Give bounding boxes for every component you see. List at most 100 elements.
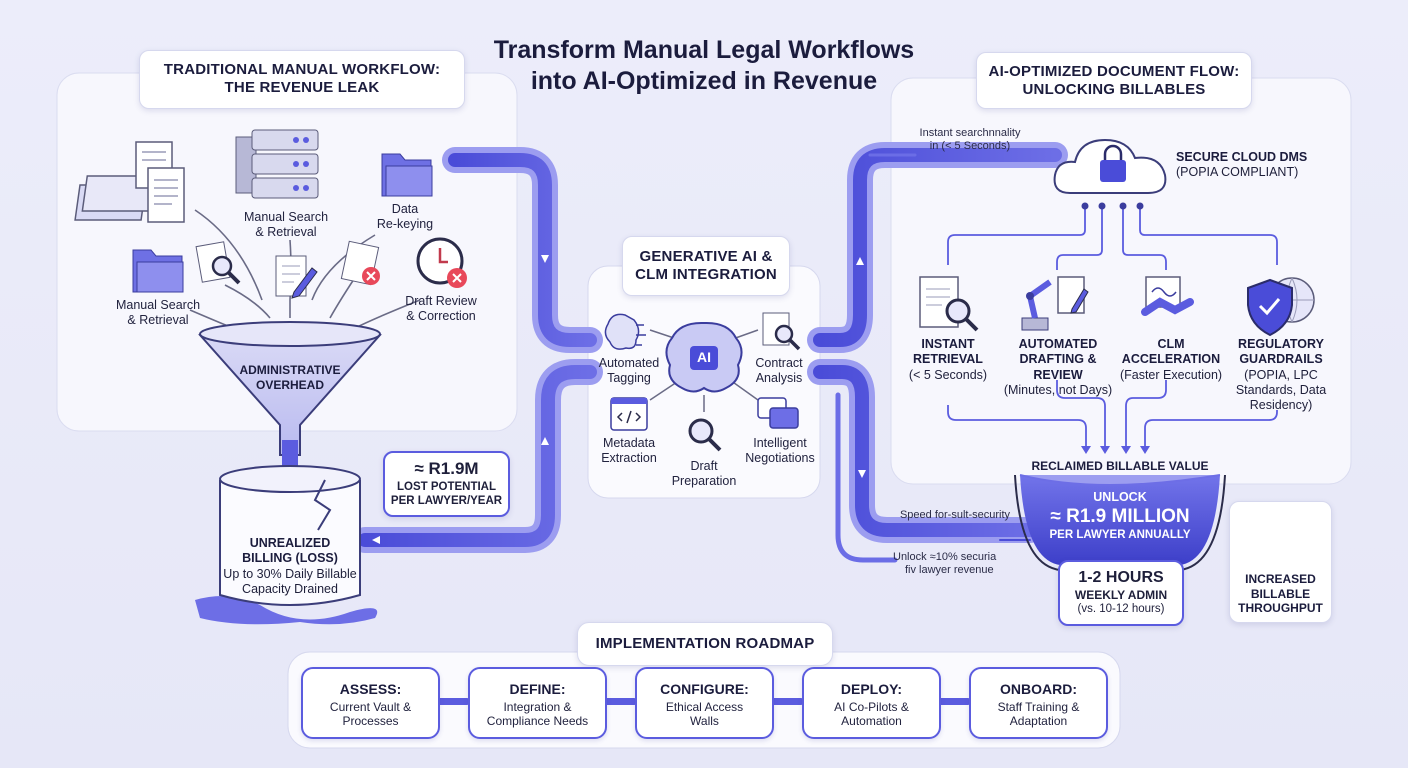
cloud-lock-icon — [1053, 138, 1167, 194]
feature-desc-line: (Faster Execution) — [1119, 367, 1223, 382]
step-desc-line: Current Vault & — [329, 700, 412, 714]
note-line: Instant searchnnality — [919, 127, 1021, 139]
note-speed: Speed for-sult-security — [899, 509, 1011, 521]
document-search-icon — [195, 241, 241, 285]
chat-icon — [757, 397, 799, 429]
item-label-line: Data — [391, 202, 419, 216]
feature-desc-line: (Minutes, not Days) — [1003, 382, 1113, 397]
step-title: DEFINE: — [509, 681, 566, 697]
note-line: in (< 5 Seconds) — [929, 140, 1011, 153]
document-stack-icon — [74, 141, 185, 223]
bucket-label-line: Up to 30% Daily Billable — [223, 566, 357, 581]
note-unlock: Unlock ≈10% securia fiv lawyer revenue — [893, 551, 1009, 578]
item-label-line: Manual Search — [243, 210, 329, 224]
item-label-line: & Retrieval — [127, 313, 189, 328]
item-data-rekeying: Data Re-keying — [365, 202, 445, 233]
magnifier-icon — [688, 418, 722, 452]
loss-line-3: PER LAWYER/YEAR — [390, 494, 503, 507]
feature-title-line: ACCELERATION — [1121, 352, 1221, 367]
loss-callout: ≈ R1.9M LOST POTENTIAL PER LAWYER/YEAR — [383, 451, 510, 517]
hours-line: (vs. 10-12 hours) — [1077, 603, 1165, 616]
cloud-label: SECURE CLOUD DMS (POPIA COMPLIANT) — [1176, 150, 1316, 181]
unlock-line: PER LAWYER ANNUALLY — [1049, 529, 1191, 542]
document-edit-icon — [275, 255, 318, 299]
feature-title-line: REGULATORY — [1238, 337, 1324, 351]
roadmap-header-text: IMPLEMENTATION ROADMAP — [595, 635, 815, 652]
title-line-1: Transform Manual Legal Workflows — [493, 36, 915, 64]
right-panel-header: AI-OPTIMIZED DOCUMENT FLOW: UNLOCKING BI… — [976, 52, 1252, 109]
bucket-label-line: BILLING (LOSS) — [242, 551, 338, 566]
note-line: fiv lawyer revenue — [905, 564, 994, 577]
robot-arm-icon — [1021, 276, 1089, 331]
cloud-connectors — [947, 205, 1278, 448]
feature-title-line: INSTANT — [921, 337, 975, 351]
center-item-line: Analysis — [755, 371, 803, 386]
clock-error-icon — [416, 237, 467, 288]
brain-circuit-icon — [604, 313, 646, 350]
folder-icon — [132, 249, 184, 293]
roadmap-step-define: DEFINE: Integration &Compliance Needs — [468, 667, 607, 739]
roadmap-step-onboard: ONBOARD: Staff Training &Adaptation — [969, 667, 1108, 739]
step-desc: Integration &Compliance Needs — [470, 700, 605, 729]
center-item-line: Automated — [598, 356, 660, 370]
note-search: Instant searchnnality in (< 5 Seconds) — [905, 127, 1035, 154]
bucket-label-line: Capacity Drained — [242, 581, 338, 596]
flow-pipes — [352, 142, 1068, 563]
brain-ai-icon — [665, 321, 743, 393]
feature-title-line: GUARDRAILS — [1239, 352, 1323, 367]
funnel-label-line: OVERHEAD — [255, 377, 324, 392]
item-label-line: & Retrieval — [255, 225, 317, 240]
pipe-arrows — [372, 255, 866, 544]
feature-instant-retrieval: INSTANT RETRIEVAL (< 5 Seconds) — [900, 337, 996, 383]
item-label-line: & Correction — [406, 309, 476, 324]
step-desc-line: AI Co-Pilots & — [834, 700, 909, 714]
step-title: DEPLOY: — [840, 681, 903, 697]
document-search-icon — [762, 312, 801, 351]
roadmap-header: IMPLEMENTATION ROADMAP — [577, 622, 833, 666]
code-file-icon — [610, 397, 648, 431]
item-label-line: Re-keying — [376, 217, 434, 232]
server-rack-icon — [235, 129, 319, 199]
item-manual-search-1: Manual Search & Retrieval — [226, 210, 346, 241]
merge-arrows — [1081, 446, 1150, 454]
roadmap-step-assess: ASSESS: Current Vault &Processes — [301, 667, 440, 739]
funnel-icon — [198, 321, 382, 470]
throughput-card: INCREASED BILLABLE THROUGHPUT — [1229, 501, 1332, 623]
feature-title-line: AUTOMATED — [1018, 337, 1098, 351]
step-desc-line: Walls — [690, 714, 719, 729]
step-title: CONFIGURE: — [660, 681, 749, 697]
step-desc-line: Staff Training & — [997, 700, 1080, 714]
feature-title-line: CLM — [1157, 337, 1185, 351]
step-title: ASSESS: — [339, 681, 402, 697]
right-header-line-1: AI-OPTIMIZED DOCUMENT FLOW: — [988, 63, 1240, 80]
center-item-line: Extraction — [601, 451, 657, 466]
reclaimed-value-bucket — [1014, 474, 1226, 571]
step-desc-line: Integration & — [503, 700, 572, 714]
center-item-metadata: Metadata Extraction — [592, 436, 666, 467]
item-manual-search-2: Manual Search & Retrieval — [98, 298, 218, 329]
roadmap-step-deploy: DEPLOY: AI Co-Pilots &Automation — [802, 667, 941, 739]
funnel-label: ADMINISTRATIVE OVERHEAD — [220, 363, 360, 392]
item-draft-review: Draft Review & Correction — [385, 294, 497, 325]
throughput-line: BILLABLE — [1250, 586, 1311, 601]
bucket-label-line: UNREALIZED — [249, 536, 331, 550]
step-desc-line: Adaptation — [1009, 714, 1068, 729]
feature-title-line: DRAFTING & REVIEW — [1019, 352, 1097, 382]
center-header-line-1: GENERATIVE AI & — [639, 248, 773, 265]
feature-title-line: RETRIEVAL — [913, 352, 983, 367]
center-item-tagging: Automated Tagging — [592, 356, 666, 387]
hours-line: WEEKLY ADMIN — [1074, 587, 1168, 602]
unlock-line: UNLOCK — [1093, 490, 1147, 504]
hours-callout: 1-2 HOURS WEEKLY ADMIN (vs. 10-12 hours) — [1058, 560, 1184, 626]
feature-desc-line: Residency) — [1249, 398, 1313, 412]
left-header-line-1: TRADITIONAL MANUAL WORKFLOW: — [163, 61, 441, 78]
step-desc-line: Compliance Needs — [486, 714, 589, 729]
center-item-negotiations: Intelligent Negotiations — [737, 436, 823, 467]
document-search-icon — [919, 276, 979, 332]
bucket-label: UNREALIZED BILLING (LOSS) Up to 30% Dail… — [220, 536, 360, 597]
step-desc: Staff Training &Adaptation — [971, 700, 1106, 729]
reclaimed-label: RECLAIMED BILLABLE VALUE — [1031, 459, 1209, 473]
center-item-line: Negotiations — [745, 451, 815, 466]
